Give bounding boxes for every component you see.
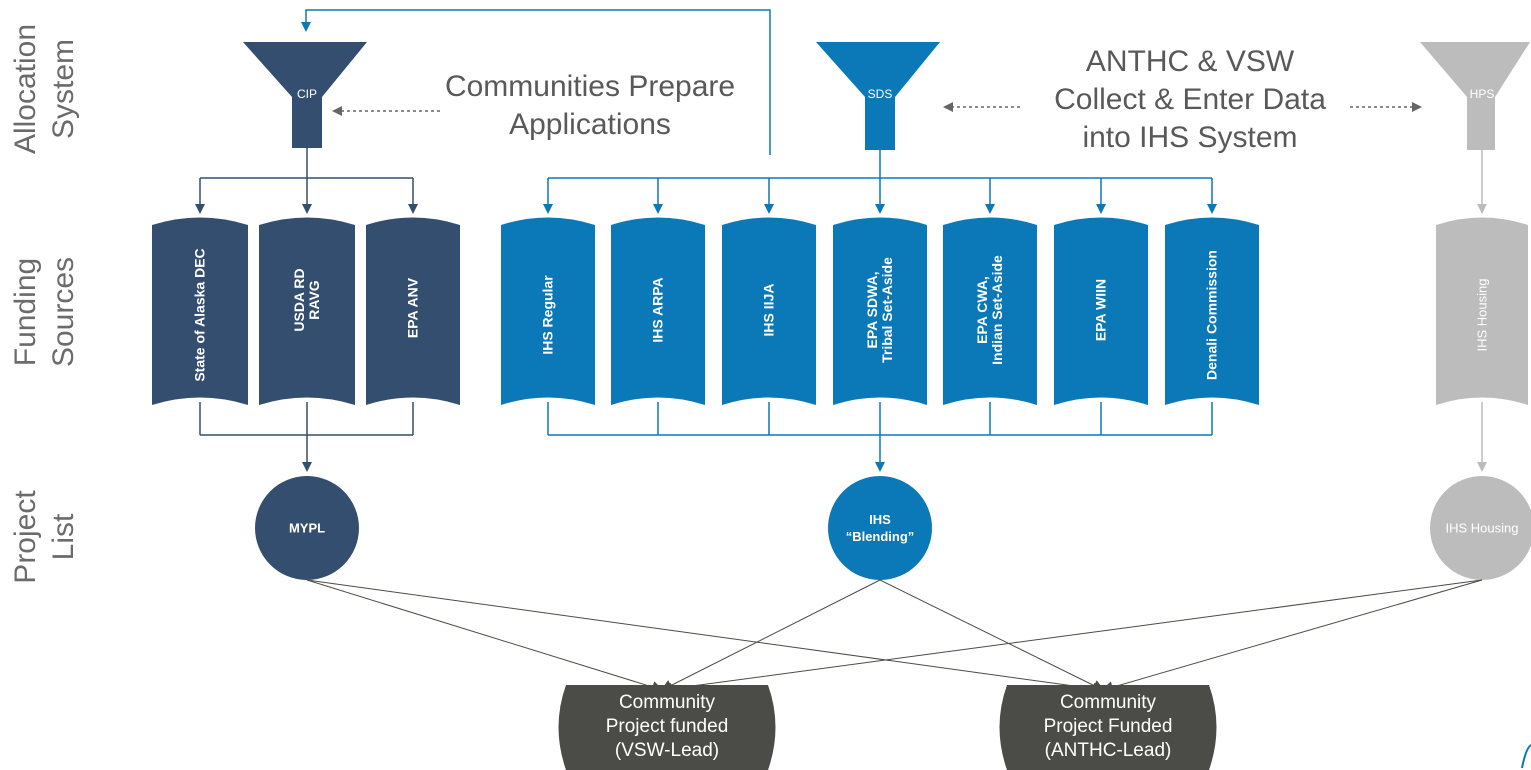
source-epa-wiin: EPA WIIN xyxy=(1092,278,1109,342)
vsw-outcome-line1: Community xyxy=(618,692,716,713)
vsw-outcome-line2: Project funded xyxy=(605,716,729,737)
communities-line2: Applications xyxy=(509,108,671,141)
blue-funding-cylinders xyxy=(501,217,1259,405)
anthc-line1: ANTHC & VSW xyxy=(1085,45,1295,78)
hps-funnel-label: HPS xyxy=(1469,87,1495,101)
source-label-line: EPA WIIN xyxy=(1092,278,1109,342)
vsw-outcome-label: Community Project funded (VSW-Lead) xyxy=(606,691,729,763)
anthc-line2: Collect & Enter Data xyxy=(1054,83,1326,116)
logo-mark xyxy=(1521,744,1531,769)
anthc-annotation: ANTHC & VSW Collect & Enter Data into IH… xyxy=(1025,43,1355,157)
source-label-line: Indian Set-Aside xyxy=(989,255,1005,365)
source-label-line: EPA ANV xyxy=(404,277,421,339)
row-label-project-line2: List xyxy=(47,513,80,561)
source-epa-cwa: EPA CWA, Indian Set-Aside xyxy=(974,255,1005,365)
gray-funding-cylinder xyxy=(1436,217,1528,405)
row-label-project-line1: Project xyxy=(9,490,42,584)
anthc-outcome-line1: Community xyxy=(1059,692,1157,713)
ihs-housing-label: IHS Housing xyxy=(1445,520,1519,536)
dark-funding-cylinders xyxy=(152,217,460,405)
mypl-label: MYPL xyxy=(288,520,326,536)
source-label-line: IHS IIJA xyxy=(760,283,777,337)
source-label-line: IHS ARPA xyxy=(649,277,666,343)
source-ihs-iija: IHS IIJA xyxy=(760,283,777,337)
source-ihs-housing: IHS Housing xyxy=(1475,279,1490,352)
source-label-line: State of Alaska DEC xyxy=(191,248,208,382)
sds-funnel-label: SDS xyxy=(867,87,893,101)
blue-collector-lines xyxy=(547,402,1213,472)
ihs-blending-label: IHS “Blending” xyxy=(846,511,915,545)
outcome-connector-lines xyxy=(306,579,1483,695)
row-label-allocation-line1: Allocation xyxy=(9,23,42,155)
anthc-outcome-label: Community Project Funded (ANTHC-Lead) xyxy=(1044,691,1173,763)
communities-annotation: Communities Prepare Applications xyxy=(420,68,760,144)
source-label-line: IHS Housing xyxy=(1474,278,1490,352)
source-label-line: EPA CWA, xyxy=(974,276,990,344)
hps-funnel xyxy=(1420,42,1530,150)
row-label-funding-line2: Sources xyxy=(47,256,80,368)
ihs-blending-line1: IHS xyxy=(869,512,891,527)
mypl-circle xyxy=(255,476,359,580)
cip-funnel xyxy=(243,42,367,148)
vsw-outcome-line3: (VSW-Lead) xyxy=(614,740,720,761)
vsw-outcome-shape xyxy=(558,685,776,770)
source-label-line: Denali Commission xyxy=(1203,250,1220,380)
source-usda-rd-ravg: USDA RD RAVG xyxy=(291,268,322,332)
anthc-outcome-line3: (ANTHC-Lead) xyxy=(1044,740,1172,761)
source-label-line: IHS Regular xyxy=(539,275,556,355)
row-label-funding: Funding Sources xyxy=(8,220,88,400)
row-label-allocation: Allocation System xyxy=(8,0,88,180)
source-ihs-regular: IHS Regular xyxy=(539,275,556,355)
sds-distribution-lines xyxy=(543,150,1217,214)
cip-distribution-lines xyxy=(195,148,418,214)
anthc-line3: into IHS System xyxy=(1082,121,1298,154)
source-epa-anv: EPA ANV xyxy=(404,277,421,339)
row-label-funding-line1: Funding xyxy=(9,257,42,367)
source-label-line: USDA RD xyxy=(291,268,307,332)
source-label-line: Tribal Set-Aside xyxy=(879,257,895,363)
source-epa-sdwa: EPA SDWA, Tribal Set-Aside xyxy=(864,257,895,363)
source-ihs-arpa: IHS ARPA xyxy=(649,277,666,343)
anthc-outcome-line2: Project Funded xyxy=(1043,716,1173,737)
ihs-blending-circle xyxy=(828,476,932,580)
source-label-line: EPA SDWA, xyxy=(864,271,880,349)
communities-line1: Communities Prepare xyxy=(444,70,736,103)
sds-to-cip-connector xyxy=(301,9,771,155)
source-state-of-alaska-dec: State of Alaska DEC xyxy=(191,248,208,382)
source-denali-commission: Denali Commission xyxy=(1203,250,1220,380)
sds-funnel xyxy=(816,42,940,150)
anthc-outcome-shape xyxy=(999,685,1217,770)
cip-funnel-label: CIP xyxy=(296,87,318,101)
row-label-allocation-line2: System xyxy=(47,38,80,140)
row-label-project: Project List xyxy=(8,460,88,610)
ihs-housing-circle xyxy=(1430,476,1531,580)
dark-collector-lines xyxy=(199,402,414,472)
source-label-line: RAVG xyxy=(306,280,322,320)
ihs-blending-line2: “Blending” xyxy=(845,529,915,544)
